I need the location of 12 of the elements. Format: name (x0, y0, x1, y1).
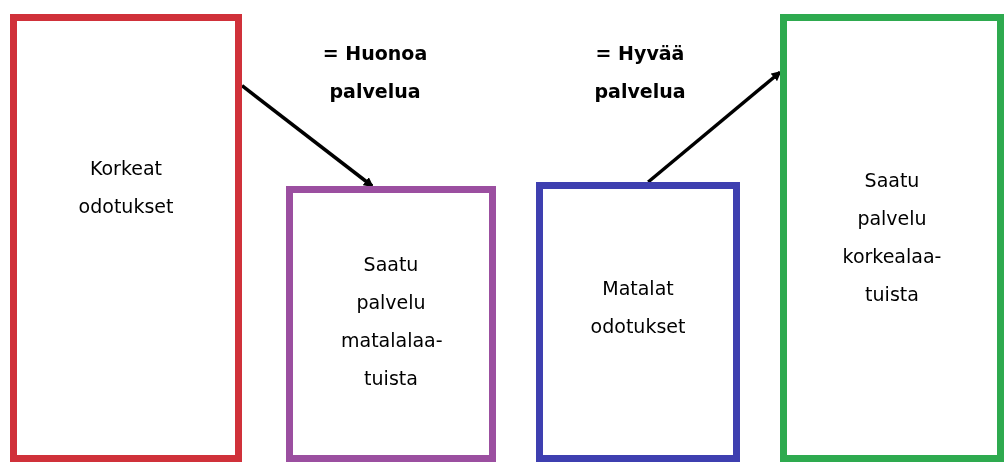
box-label: Saatu palvelu korkealaa- tuista (842, 168, 942, 307)
edge-label: = Hyvää palvelua (593, 41, 687, 104)
outlined-box (780, 14, 1004, 462)
outlined-box (536, 182, 740, 462)
outlined-box (10, 14, 242, 462)
box-label: Matalat odotukset (589, 276, 687, 339)
arrow (240, 84, 374, 188)
arrow (647, 70, 782, 184)
edge-label: = Huonoa palvelua (321, 41, 429, 104)
outlined-box (286, 186, 496, 462)
box-label: Saatu palvelu matalalaa- tuista (341, 252, 441, 391)
box-label: Korkeat odotukset (77, 156, 175, 219)
